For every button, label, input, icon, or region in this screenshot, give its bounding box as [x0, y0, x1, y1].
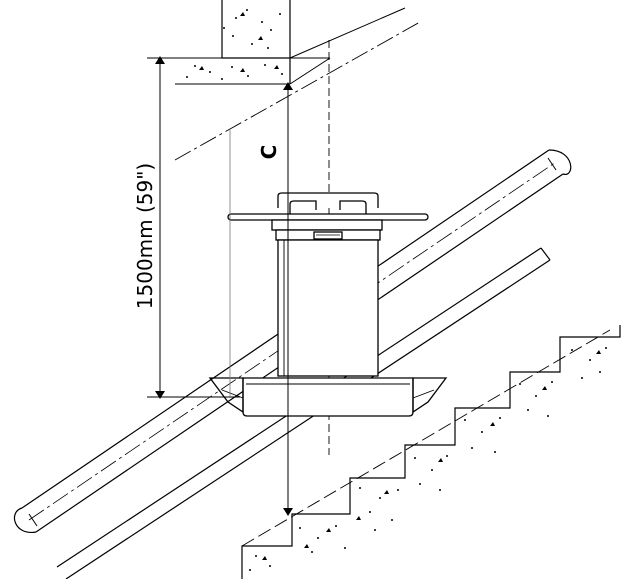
- roof-centerline: [174, 21, 421, 161]
- upper-ground-section: [150, 0, 406, 85]
- height-dimension: [147, 56, 240, 399]
- lower-stairs: [241, 325, 621, 579]
- height-dimension-label: 1500mm (59"): [133, 163, 157, 309]
- upper-ground-speckle: [186, 9, 283, 80]
- lower-ground-speckle: [249, 347, 607, 571]
- vent-unit: [208, 192, 448, 417]
- clearance-label: C: [257, 145, 281, 160]
